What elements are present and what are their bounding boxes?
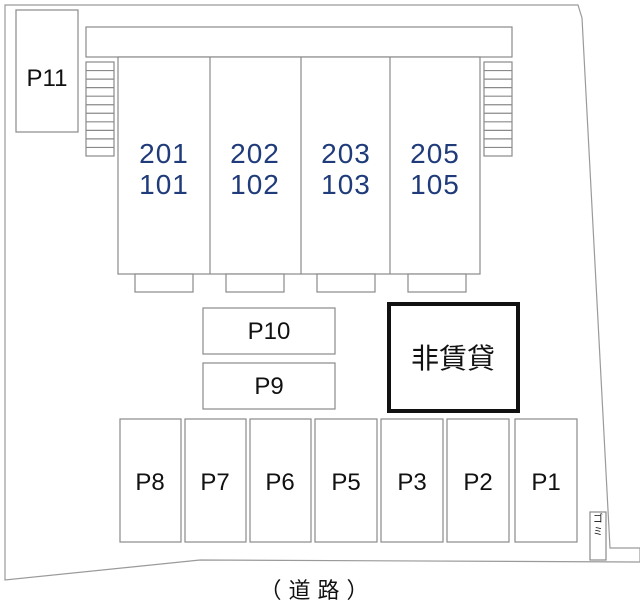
garbage-station: ゴミ — [589, 511, 607, 561]
parking-p11: P11 — [15, 9, 79, 133]
unit-lower-number: 103 — [321, 169, 371, 200]
parking-p2-label: P2 — [463, 469, 492, 496]
unit-205-105: 205 105 — [410, 138, 460, 200]
entrance-step — [316, 273, 376, 293]
unit-upper-number: 205 — [410, 138, 460, 169]
parking-p6-label: P6 — [265, 469, 294, 496]
parking-p1-label: P1 — [531, 469, 560, 496]
apartment-building — [117, 56, 481, 275]
parking-p9: P9 — [202, 362, 336, 410]
unit-upper-number: 202 — [230, 138, 280, 169]
parking-p3: P3 — [380, 418, 444, 543]
entrance-step — [407, 273, 467, 293]
stairs-left — [85, 61, 115, 157]
parking-p11-label: P11 — [27, 65, 68, 92]
unit-lower-number: 102 — [230, 169, 280, 200]
parking-p3-label: P3 — [397, 469, 426, 496]
parking-p9-label: P9 — [254, 373, 283, 400]
unit-lower-number: 105 — [410, 169, 460, 200]
parking-p7-label: P7 — [200, 469, 229, 496]
non-rental-label: 非賃貸 — [411, 342, 495, 375]
unit-lower-number: 101 — [139, 169, 189, 200]
lot-boundary — [4, 4, 640, 581]
entrance-step — [225, 273, 285, 293]
parking-p7: P7 — [184, 418, 247, 543]
parking-p8-label: P8 — [135, 469, 164, 496]
garbage-label: ゴミ — [593, 512, 603, 538]
parking-p10: P10 — [202, 307, 336, 355]
parking-p6: P6 — [249, 418, 312, 543]
parking-p5-label: P5 — [331, 469, 360, 496]
parking-p1: P1 — [514, 418, 578, 543]
parking-p10-label: P10 — [248, 318, 291, 345]
unit-203-103: 203 103 — [321, 138, 371, 200]
parking-p8: P8 — [119, 418, 182, 543]
parking-p2: P2 — [446, 418, 510, 543]
unit-upper-number: 203 — [321, 138, 371, 169]
entrance-step — [134, 273, 194, 293]
road-label: （ 道 路 ） — [260, 579, 369, 604]
parking-p5: P5 — [314, 418, 378, 543]
stairs-right — [483, 61, 513, 157]
walkway — [85, 26, 513, 58]
unit-201-101: 201 101 — [139, 138, 189, 200]
parking-row: P8 P7 P6 P5 P3 P2 P1 — [119, 418, 578, 543]
non-rental-area: 非賃貸 — [387, 302, 520, 413]
unit-202-102: 202 102 — [230, 138, 280, 200]
unit-upper-number: 201 — [139, 138, 189, 169]
